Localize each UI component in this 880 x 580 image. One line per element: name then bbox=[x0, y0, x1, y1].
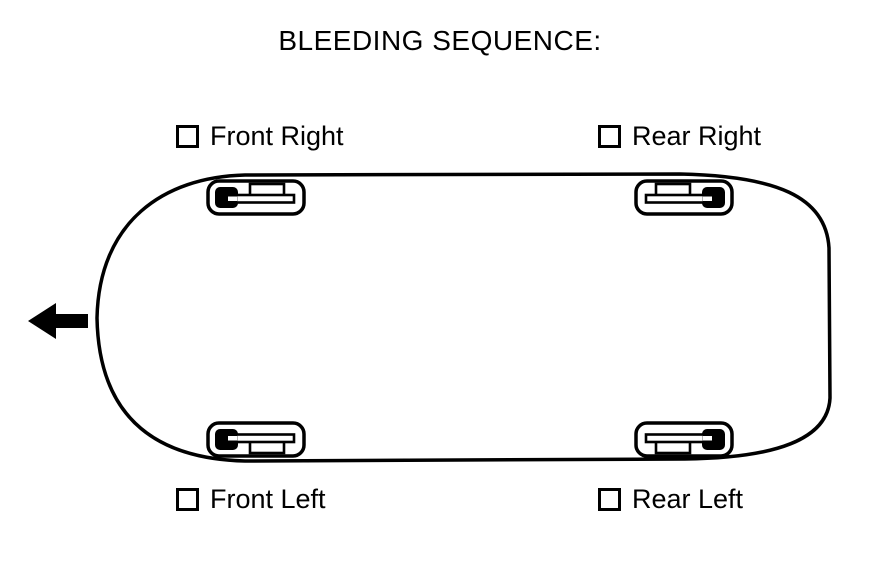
front-left-label: Front Left bbox=[210, 484, 326, 514]
car-body-outline bbox=[95, 172, 832, 463]
front-right-label: Front Right bbox=[210, 121, 344, 151]
wheel-rear-right-icon bbox=[634, 179, 734, 216]
checkbox-row-front-left: Front Left bbox=[176, 484, 326, 514]
rear-left-checkbox[interactable] bbox=[598, 487, 621, 511]
front-left-checkbox[interactable] bbox=[176, 487, 199, 511]
front-right-checkbox[interactable] bbox=[176, 124, 199, 148]
rear-right-checkbox[interactable] bbox=[598, 124, 621, 148]
wheel-front-left-icon bbox=[206, 421, 306, 458]
checkbox-row-front-right: Front Right bbox=[176, 121, 344, 151]
front-direction-arrow-icon bbox=[28, 303, 88, 339]
rear-left-label: Rear Left bbox=[632, 484, 744, 514]
checkbox-row-rear-left: Rear Left bbox=[598, 484, 743, 514]
checkbox-row-rear-right: Rear Right bbox=[598, 121, 761, 151]
wheel-rear-left-icon bbox=[634, 421, 734, 458]
page-title: BLEEDING SEQUENCE: bbox=[278, 25, 602, 56]
rear-right-label: Rear Right bbox=[632, 121, 762, 151]
wheel-front-right-icon bbox=[206, 179, 306, 216]
